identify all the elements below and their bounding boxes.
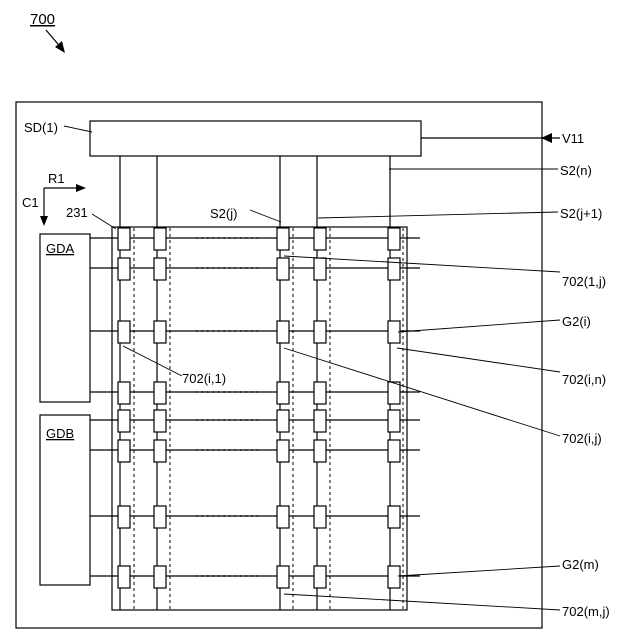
pixel-circuit — [388, 440, 400, 462]
device-frame — [16, 102, 542, 628]
pixel-circuit — [154, 258, 166, 280]
pixel-mj-label: 702(m,j) — [562, 604, 610, 619]
pixel-circuit — [314, 506, 326, 528]
pixel-circuit — [388, 506, 400, 528]
pixel-circuit — [314, 321, 326, 343]
g2-i-leader — [398, 320, 560, 332]
region-leader — [92, 214, 116, 229]
pixel-circuit — [388, 258, 400, 280]
s2-j-label: S2(j) — [210, 206, 237, 221]
pixel-circuit — [277, 258, 289, 280]
pixel-circuit — [118, 440, 130, 462]
pixel-circuit — [388, 228, 400, 250]
pixel-circuit — [118, 506, 130, 528]
pixel-circuit — [154, 321, 166, 343]
c1-label: C1 — [22, 195, 39, 210]
pixel-circuit — [314, 440, 326, 462]
pixel-1j-label: 702(1,j) — [562, 274, 606, 289]
pixel-circuit — [314, 566, 326, 588]
pixel-circuit — [314, 258, 326, 280]
v11-label: V11 — [562, 131, 584, 146]
pixel-circuit — [314, 382, 326, 404]
pixel-circuit — [314, 410, 326, 432]
signal-grid — [90, 156, 420, 610]
pixel-circuit — [154, 228, 166, 250]
pixel-mj-leader — [284, 594, 560, 610]
pixel-circuit — [277, 506, 289, 528]
s2-j-leader — [250, 210, 281, 222]
pixel-circuit — [388, 566, 400, 588]
pixel-circuit — [154, 440, 166, 462]
region-label: 231 — [66, 205, 88, 220]
pixel-circuit — [118, 410, 130, 432]
pixel-ij-label: 702(i,j) — [562, 431, 602, 446]
source-driver-label: SD(1) — [24, 120, 58, 135]
pixel-circuit — [118, 258, 130, 280]
pixel-circuit — [118, 321, 130, 343]
g2-m-label: G2(m) — [562, 557, 599, 572]
pixel-circuit — [118, 228, 130, 250]
pixel-circuit — [154, 506, 166, 528]
pixel-circuit — [277, 440, 289, 462]
v11-arrowhead — [541, 133, 552, 143]
pixel-in-leader — [397, 348, 560, 372]
pixel-circuit — [154, 382, 166, 404]
gate-driver-a — [40, 234, 90, 402]
pixel-circuit — [277, 321, 289, 343]
pixel-circuit — [314, 228, 326, 250]
source-driver-block — [90, 121, 421, 156]
r1-label: R1 — [48, 171, 65, 186]
pixel-circuit — [154, 410, 166, 432]
pixel-in-label: 702(i,n) — [562, 372, 606, 387]
pixel-i1-label: 702(i,1) — [182, 371, 226, 386]
gate-driver-b-label: GDB — [46, 426, 74, 441]
r1-arrowhead — [76, 184, 86, 192]
s2-j1-leader — [318, 212, 558, 218]
pixel-circuit — [388, 410, 400, 432]
pixel-circuit — [277, 382, 289, 404]
pixel-circuit — [277, 228, 289, 250]
source-driver-leader — [64, 126, 92, 132]
pixel-i1-leader — [123, 346, 182, 376]
pixel-circuit — [154, 566, 166, 588]
pixel-circuit — [277, 410, 289, 432]
c1-arrowhead — [40, 216, 48, 226]
s2-n-label: S2(n) — [560, 163, 592, 178]
pixel-circuit — [277, 566, 289, 588]
pixel-circuit — [118, 566, 130, 588]
pixel-circuit — [118, 382, 130, 404]
g2-i-label: G2(i) — [562, 314, 591, 329]
g2-m-leader — [398, 566, 560, 576]
figure-number: 700 — [30, 11, 55, 28]
pixel-circuit — [388, 382, 400, 404]
s2-j1-label: S2(j+1) — [560, 206, 602, 221]
gate-driver-a-label: GDA — [46, 241, 75, 256]
